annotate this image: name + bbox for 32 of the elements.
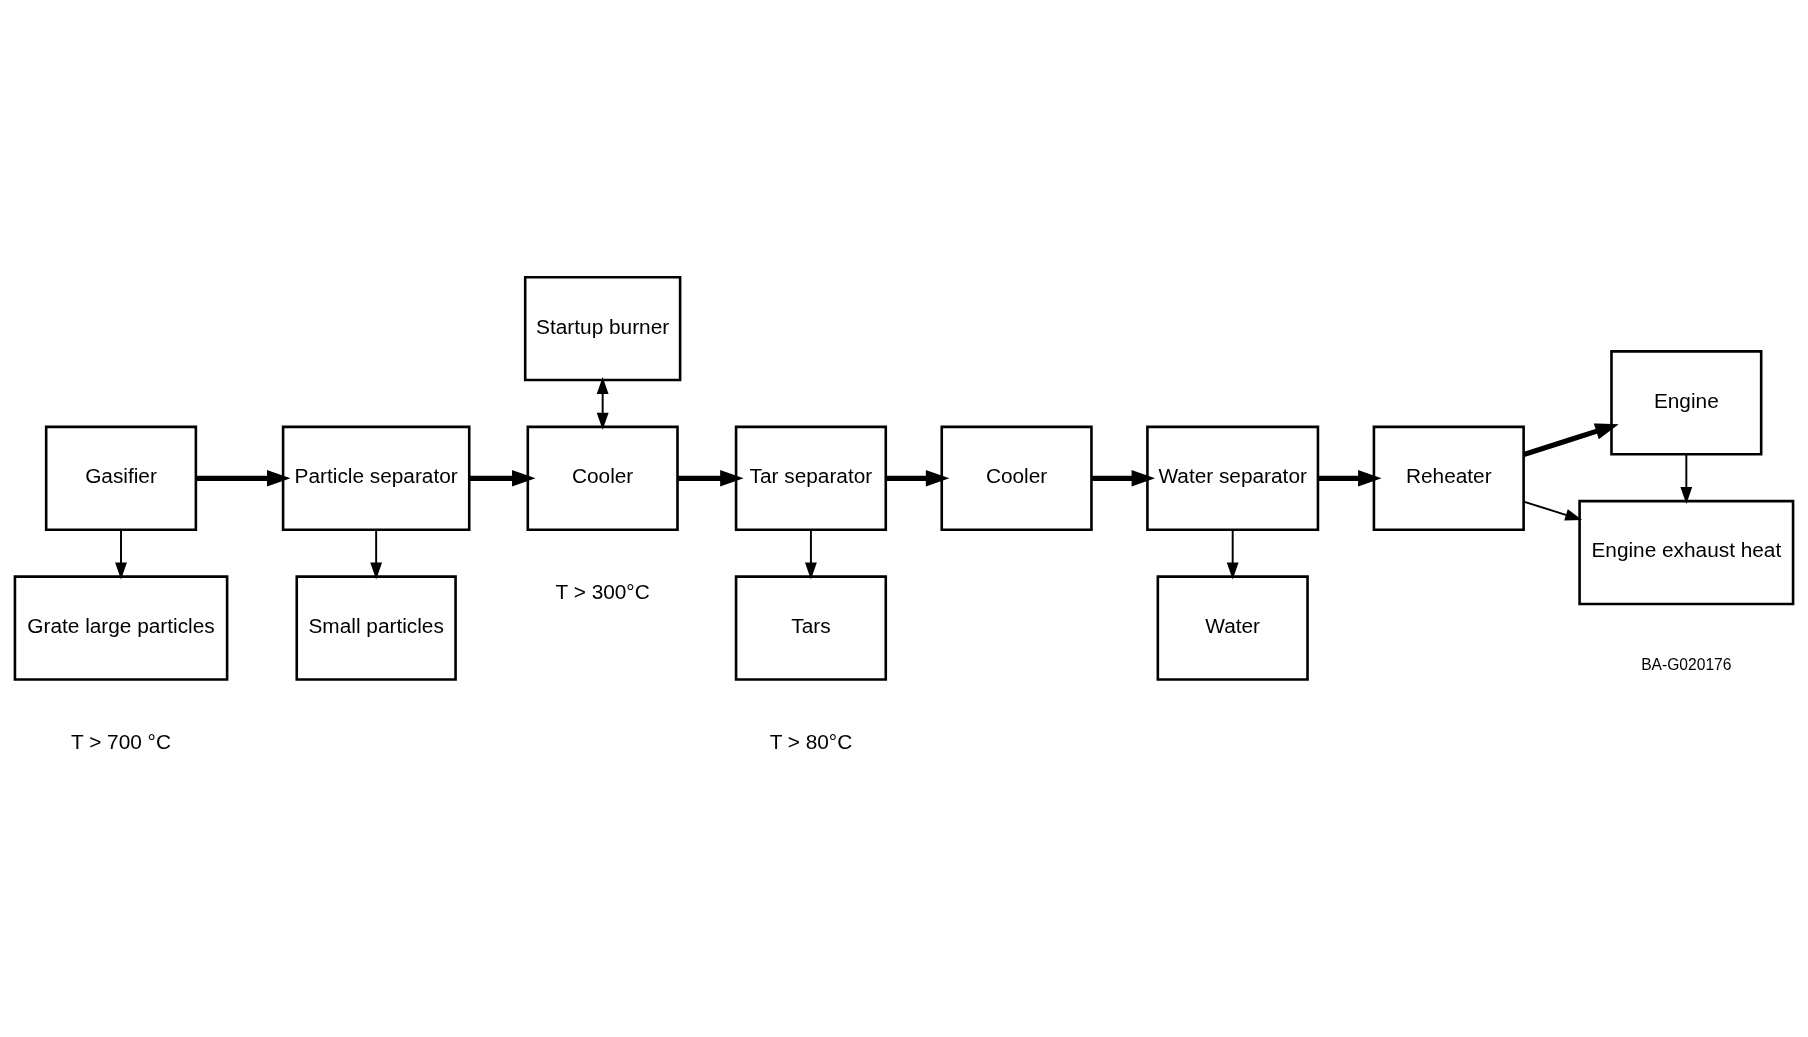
- node-box: Engine: [1610, 349, 1763, 456]
- arrow: [805, 528, 817, 579]
- node-box: Startup burner: [523, 275, 682, 381]
- arrow: [370, 528, 383, 579]
- node-box: Tar separator: [734, 425, 888, 531]
- node-box: Particle separator: [281, 425, 471, 531]
- node-box: Small particles: [295, 574, 457, 681]
- arrow: [469, 469, 536, 487]
- arrow: [1091, 469, 1156, 487]
- arrow: [1226, 528, 1239, 579]
- node-box: Engine exhaust heat: [1578, 499, 1795, 605]
- node-box: Water separator: [1146, 425, 1320, 531]
- label: BA-G020176: [1641, 655, 1732, 673]
- arrow: [886, 469, 950, 487]
- arrow: [596, 376, 609, 430]
- node-box: Cooler: [940, 425, 1093, 531]
- arrow: [196, 469, 291, 487]
- label: T > 700 °C: [71, 729, 171, 753]
- label: T > 80°C: [769, 729, 853, 753]
- label: T > 300°C: [555, 579, 650, 603]
- node-box: Gasifier: [44, 425, 198, 531]
- arrow: [1522, 423, 1619, 457]
- arrow: [677, 469, 744, 487]
- arrow: [115, 528, 127, 579]
- arrow: [1522, 500, 1583, 521]
- node-box: Cooler: [526, 425, 679, 531]
- arrow: [1318, 469, 1382, 487]
- node-box: Tars: [734, 574, 888, 681]
- arrow: [1680, 452, 1693, 504]
- node-box: Grate large particles: [13, 574, 229, 681]
- node-box: Water: [1156, 574, 1309, 681]
- node-box: Reheater: [1372, 425, 1525, 531]
